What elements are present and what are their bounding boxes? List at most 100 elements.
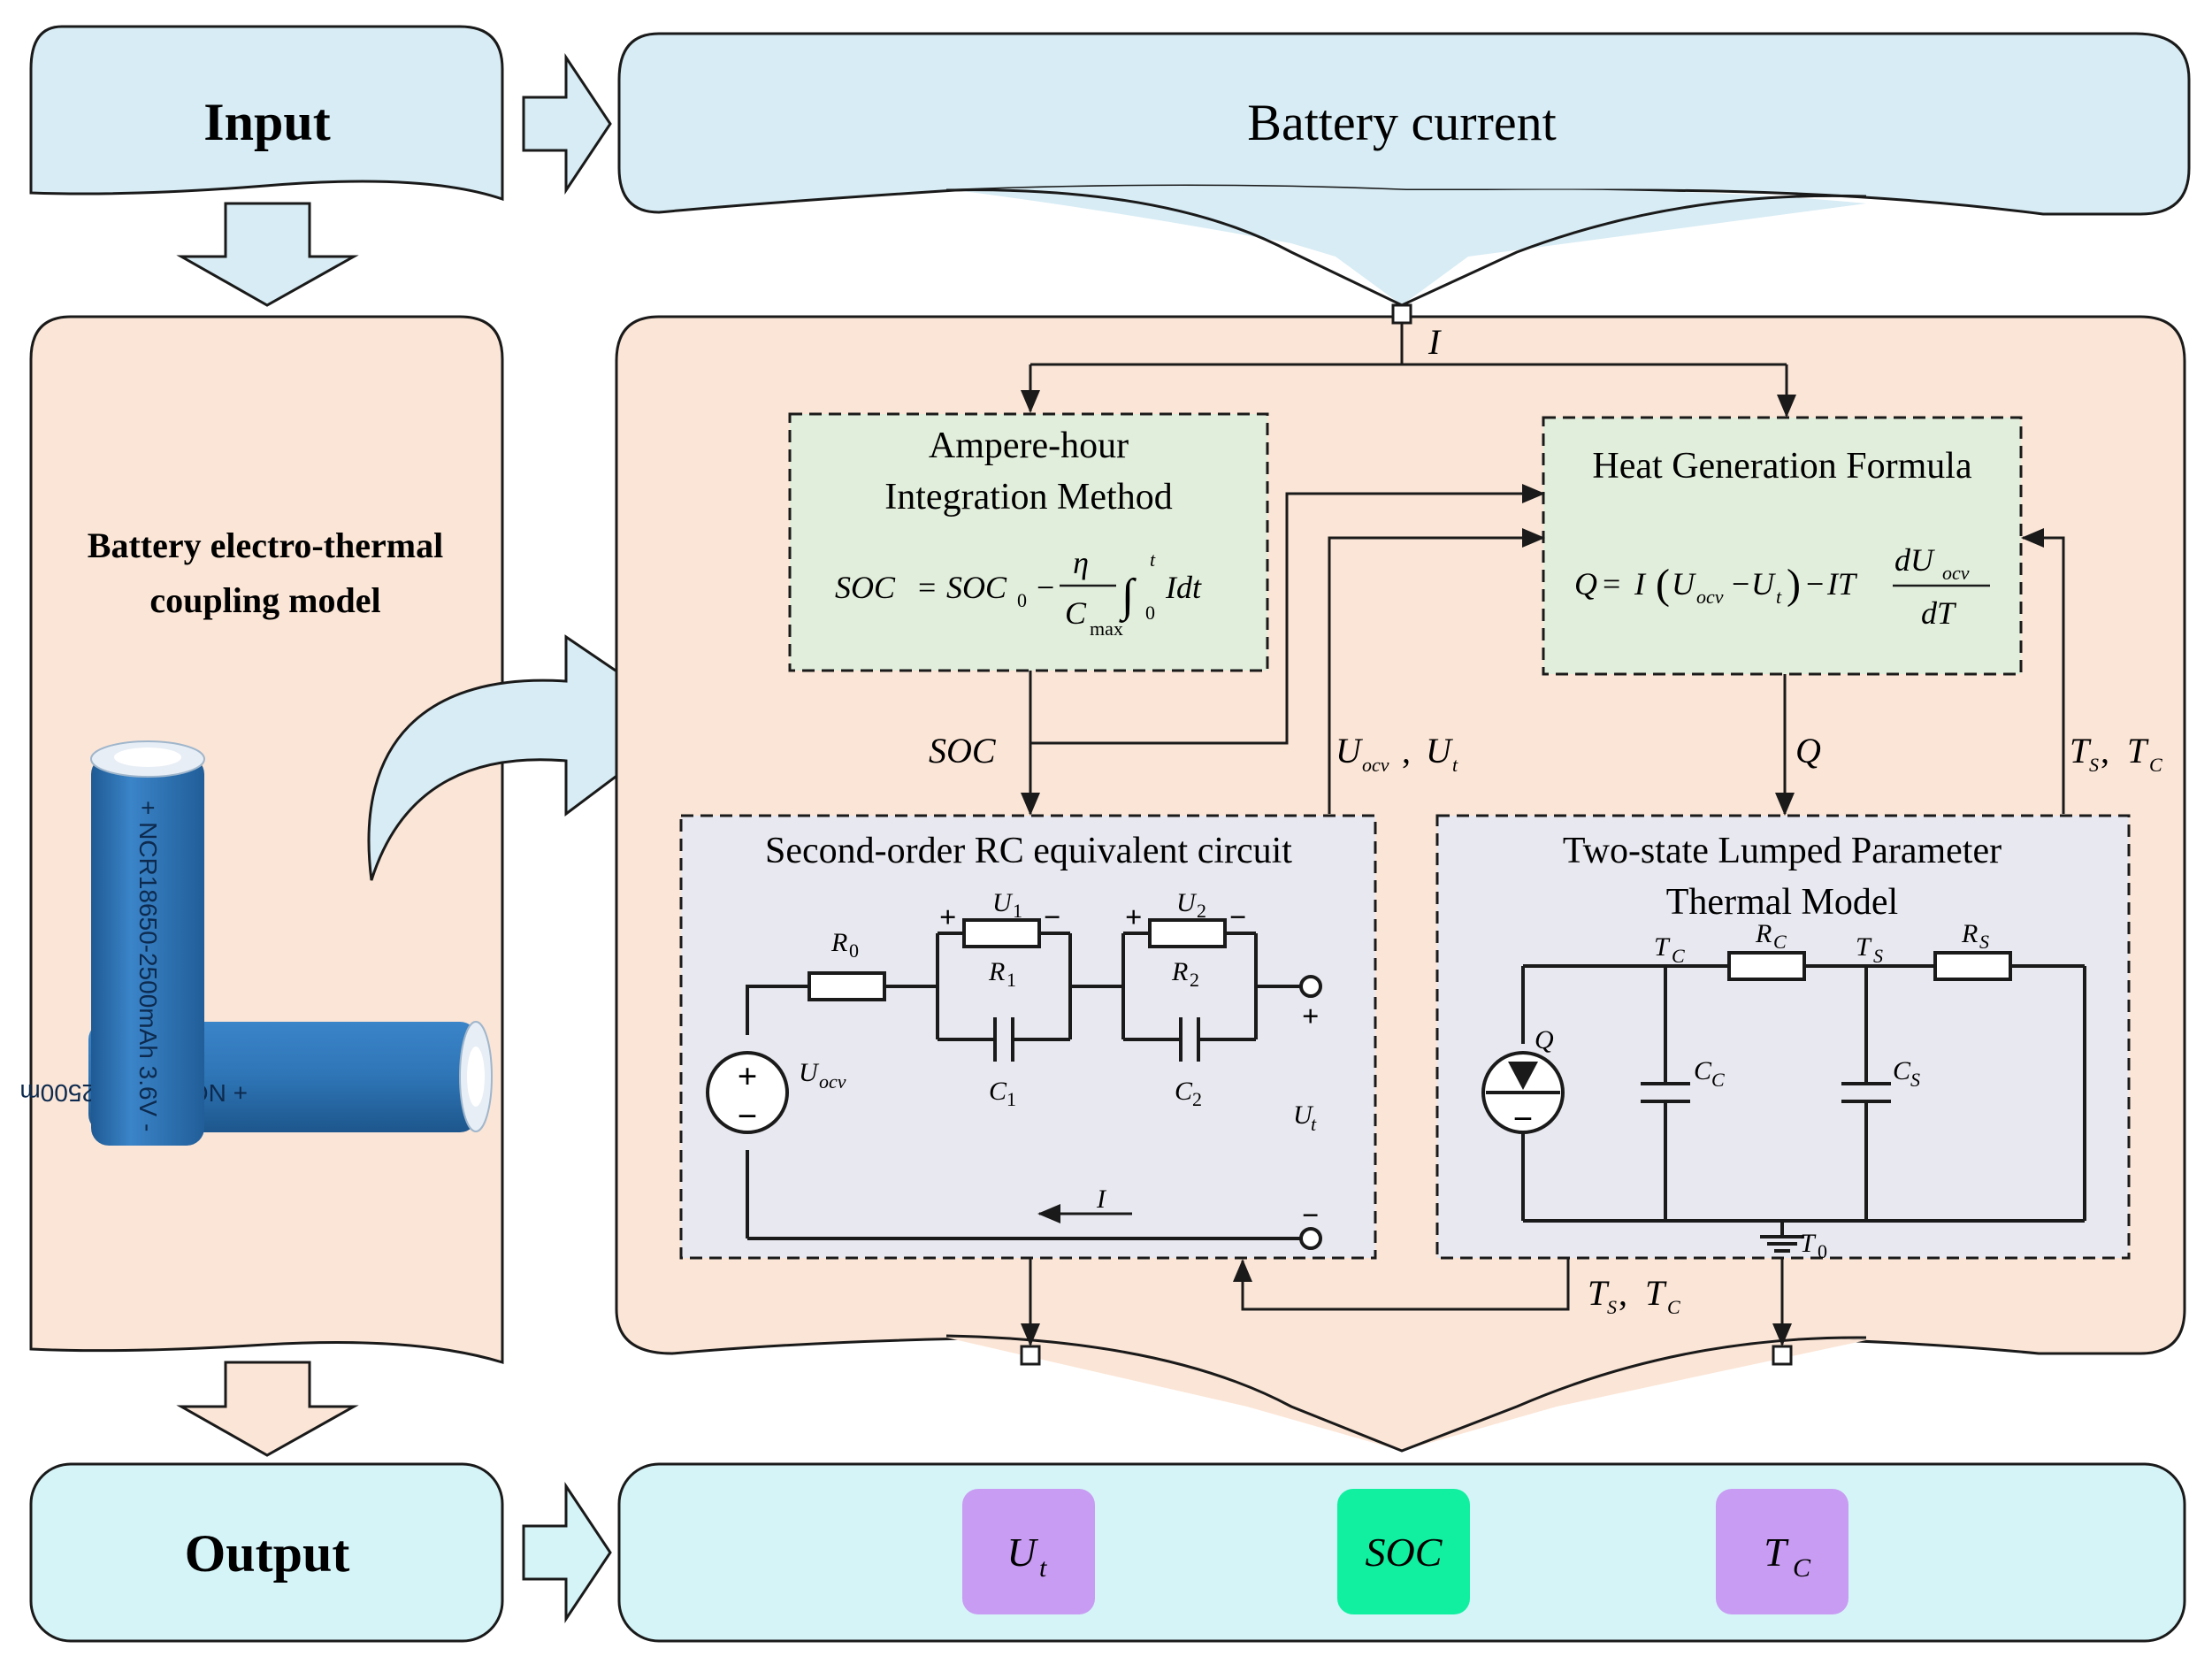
bottom-paths bbox=[1021, 1258, 1792, 1346]
u1-label: U bbox=[992, 888, 1014, 917]
input-down-arrow bbox=[176, 202, 359, 307]
ut-label: U bbox=[1293, 1100, 1314, 1130]
svg-text:0: 0 bbox=[1818, 1240, 1827, 1262]
t0-label: T bbox=[1800, 1229, 1817, 1258]
svg-text:C: C bbox=[2149, 754, 2162, 776]
rc-circuit-title: Second-order RC equivalent circuit bbox=[765, 831, 1292, 871]
svg-text:∫: ∫ bbox=[1119, 571, 1137, 623]
svg-text:0: 0 bbox=[1145, 602, 1155, 624]
svg-text:SOC: SOC bbox=[835, 570, 896, 605]
ts-tc-feedback-top bbox=[2021, 528, 2065, 814]
svg-text:ocv: ocv bbox=[1696, 586, 1724, 608]
svg-text:t: t bbox=[1776, 586, 1782, 608]
uocv-label: U bbox=[799, 1058, 820, 1087]
battery-current-title: Battery current bbox=[1247, 94, 1556, 151]
terminal-negative bbox=[1299, 1227, 1322, 1250]
svg-text:,: , bbox=[1402, 731, 1411, 771]
thermal-title-line1: Two-state Lumped Parameter bbox=[1563, 831, 2002, 871]
c2-label: C bbox=[1175, 1077, 1193, 1106]
svg-text:C: C bbox=[1672, 945, 1685, 967]
input-label: Input bbox=[203, 93, 330, 151]
uocv-source bbox=[706, 1051, 789, 1134]
uocv-ut-label: U ocv , U t bbox=[1336, 731, 1458, 776]
thermal-title-line2: Thermal Model bbox=[1666, 882, 1898, 923]
heat-source-arrow bbox=[1508, 1062, 1538, 1090]
svg-text:1: 1 bbox=[1013, 900, 1022, 922]
svg-text:dU: dU bbox=[1894, 542, 1935, 578]
output-chip-label: T bbox=[1764, 1530, 1789, 1575]
output-port-left bbox=[1020, 1345, 1041, 1366]
svg-text:U: U bbox=[1336, 731, 1364, 771]
thermal-schematic bbox=[1521, 951, 2086, 1253]
svg-text:T: T bbox=[2127, 731, 2149, 771]
svg-text:max: max bbox=[1090, 617, 1123, 640]
svg-text:t: t bbox=[1150, 548, 1156, 571]
output-chip-label: SOC bbox=[1366, 1530, 1443, 1575]
current-symbol: I bbox=[1427, 322, 1442, 362]
model-label-line2: coupling model bbox=[149, 580, 380, 620]
svg-text:Idt: Idt bbox=[1165, 570, 1202, 605]
svg-text:ocv: ocv bbox=[1942, 562, 1970, 584]
svg-text:=: = bbox=[1603, 566, 1620, 602]
svg-text:t: t bbox=[1311, 1113, 1317, 1135]
svg-text:2: 2 bbox=[1192, 1088, 1202, 1110]
terminal-positive bbox=[1299, 975, 1322, 998]
svg-text:ocv: ocv bbox=[819, 1070, 846, 1093]
svg-text:T: T bbox=[2070, 731, 2092, 771]
output-chip-label: U bbox=[1006, 1530, 1038, 1575]
heat-generation-title: Heat Generation Formula bbox=[1592, 446, 1972, 487]
r1-label: R bbox=[988, 957, 1005, 986]
ts-tc-label-bottom: T S , T C bbox=[1588, 1273, 1680, 1318]
thermal-block bbox=[1435, 814, 2131, 1260]
soc-signal-label: SOC bbox=[929, 731, 997, 771]
svg-text:−: − bbox=[1302, 1200, 1319, 1232]
svg-text:,: , bbox=[1619, 1273, 1627, 1313]
svg-text:dT: dT bbox=[1921, 595, 1957, 631]
soc-equation: SOC = SOC 0 − η C max ∫ t 0 Idt bbox=[835, 545, 1202, 640]
ts-tc-label-top: T S , T C bbox=[2070, 731, 2162, 776]
rs-thermal-label: R bbox=[1961, 919, 1978, 948]
svg-text:T: T bbox=[1645, 1273, 1667, 1313]
svg-text:+: + bbox=[1125, 901, 1142, 934]
current-distribution bbox=[1021, 323, 1796, 418]
rc-circuit-block bbox=[679, 814, 1377, 1260]
heat-source-minus: − bbox=[1513, 1099, 1534, 1139]
battery-illustration: + NCR18650-2500m + NCR18650-2500mAh 3.6V… bbox=[19, 740, 493, 1146]
uocv-source-minus: − bbox=[738, 1096, 758, 1136]
soc-path bbox=[1021, 484, 1545, 816]
q-signal-label: Q bbox=[1795, 731, 1821, 771]
output-chip-box bbox=[962, 1489, 1095, 1614]
svg-text:S: S bbox=[1910, 1069, 1920, 1091]
current-port bbox=[1391, 303, 1412, 325]
r2-label: R bbox=[1171, 957, 1188, 986]
svg-text:−: − bbox=[1229, 901, 1246, 934]
battery-current-down-arrow bbox=[955, 186, 1866, 305]
svg-text:η: η bbox=[1073, 545, 1089, 580]
svg-text:C: C bbox=[1065, 595, 1087, 631]
output-right-arrow bbox=[522, 1482, 612, 1623]
svg-text:I: I bbox=[1634, 566, 1647, 602]
u2-label: U bbox=[1176, 888, 1198, 917]
battery-vertical-label: + NCR18650-2500mAh 3.6V - bbox=[134, 801, 162, 1131]
rc-circuit-schematic bbox=[746, 918, 1300, 1240]
svg-text:S: S bbox=[1979, 931, 1989, 953]
svg-text:U: U bbox=[1426, 731, 1454, 771]
svg-text:2: 2 bbox=[1190, 969, 1199, 991]
svg-text:1: 1 bbox=[1006, 969, 1016, 991]
svg-text:−: − bbox=[1044, 901, 1060, 934]
output-box bbox=[29, 1462, 504, 1643]
svg-text:+: + bbox=[1302, 1001, 1319, 1033]
svg-text:T: T bbox=[1588, 1273, 1610, 1313]
rc-current-label: I bbox=[1096, 1185, 1107, 1214]
svg-text:Q: Q bbox=[1574, 566, 1597, 602]
battery-vertical: + NCR18650-2500mAh 3.6V - bbox=[90, 740, 205, 1146]
heat-equation: Q = I ( U ocv − U t ) − IT dU ocv dT bbox=[1574, 542, 1990, 631]
svg-text:C: C bbox=[1711, 1069, 1725, 1091]
svg-text:SOC: SOC bbox=[946, 570, 1007, 605]
svg-text:U: U bbox=[1751, 566, 1776, 602]
rc-labels: R 0 U 1 R 1 C 1 U 2 R 2 C 2 U ocv U t I … bbox=[799, 888, 1319, 1232]
svg-text:S: S bbox=[2089, 754, 2099, 776]
